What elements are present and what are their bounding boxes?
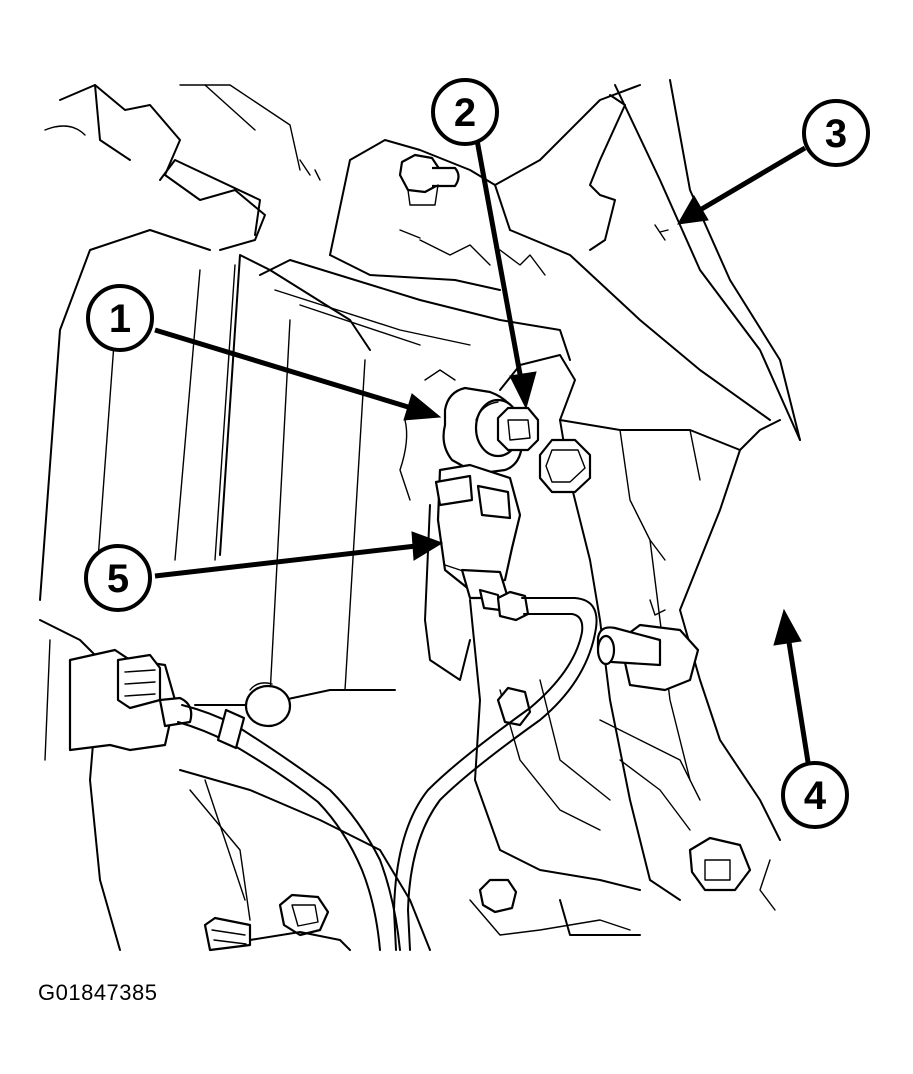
callout-5-label: 5 <box>107 557 129 601</box>
callout-4-leader <box>785 635 811 763</box>
callout-3: 3 <box>802 99 870 167</box>
callout-3-leader <box>698 145 807 213</box>
callout-5-arrowhead <box>411 531 444 561</box>
callout-1-label: 1 <box>109 297 131 341</box>
callout-4-arrowhead <box>773 608 802 646</box>
callout-2-label: 2 <box>454 91 476 135</box>
engine-block-drawing <box>39 79 801 952</box>
callout-2: 2 <box>431 78 499 146</box>
callout-2-leader <box>474 139 525 386</box>
callout-1: 1 <box>86 284 154 352</box>
callout-4-label: 4 <box>804 774 827 818</box>
callout-3-arrowhead <box>677 195 709 225</box>
figure-id: G01847385 <box>38 980 158 1005</box>
callout-5: 5 <box>84 544 152 612</box>
callout-leaders <box>154 139 811 763</box>
callout-4: 4 <box>781 761 849 829</box>
callout-5-leader <box>154 543 417 579</box>
callout-1-leader <box>154 327 419 413</box>
callout-2-arrowhead <box>509 371 537 410</box>
callout-1-arrowhead <box>403 393 442 421</box>
callout-3-label: 3 <box>825 112 847 156</box>
